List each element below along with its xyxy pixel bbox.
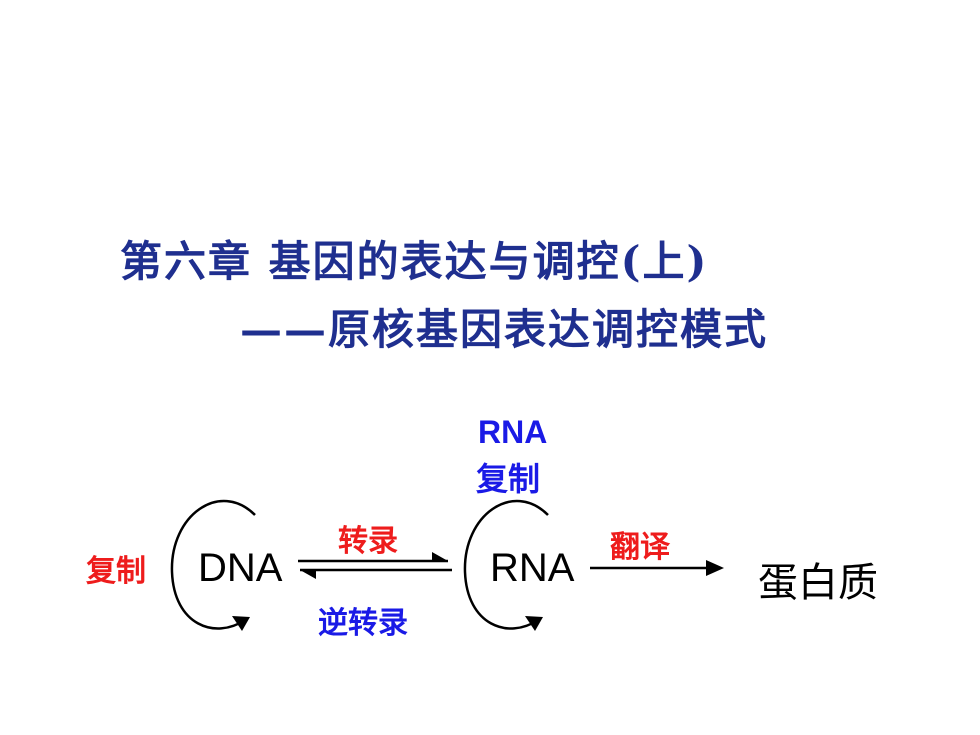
- rna-replication-label-line2: 复制: [476, 461, 541, 497]
- rna-replication-label-line1: RNA: [478, 414, 548, 450]
- title-line-1: 第六章 基因的表达与调控(上): [120, 237, 709, 286]
- dna-replication-loop: [170, 499, 256, 630]
- rna-loop-arrowhead: [525, 616, 543, 631]
- reverse-transcription-label: 逆转录: [318, 607, 408, 640]
- dna-node: DNA: [198, 546, 283, 590]
- transcription-label: 转录: [338, 525, 398, 558]
- rna-node: RNA: [490, 546, 575, 590]
- translation-label: 翻译: [610, 531, 670, 564]
- protein-node: 蛋白质: [758, 561, 878, 605]
- dna-replication-label: 复制: [86, 555, 146, 588]
- title-line-2: ——原核基因表达调控模式: [240, 305, 769, 354]
- dna-loop-arrowhead: [232, 616, 250, 631]
- rna-replication-loop: [463, 499, 549, 630]
